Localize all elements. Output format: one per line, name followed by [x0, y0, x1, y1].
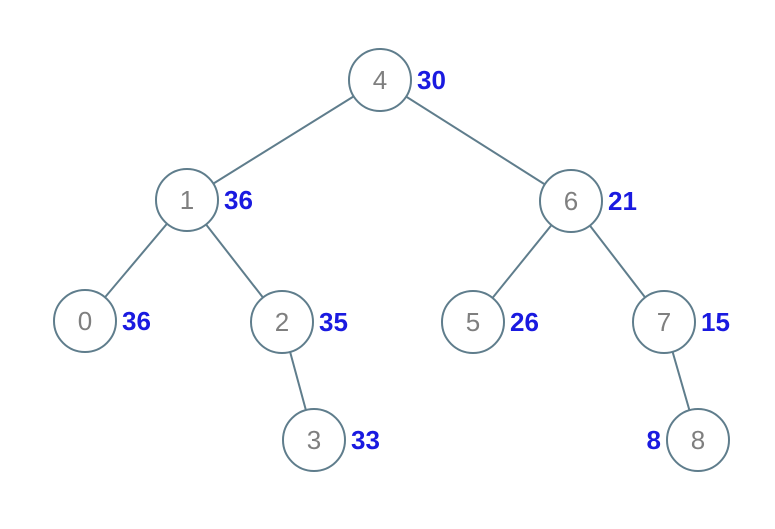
node-value-text-5: 26 — [510, 307, 539, 337]
tree-edge-4-1 — [186, 79, 381, 201]
node-value-text-8: 8 — [647, 425, 661, 455]
tree-node-1: 1 36 — [155, 168, 253, 232]
node-id-text-8: 8 — [691, 425, 705, 455]
node-circle-2 — [250, 290, 314, 354]
node-value-text-2: 35 — [319, 307, 348, 337]
tree-node-2: 2 35 — [250, 290, 348, 354]
node-id-text-2: 2 — [275, 307, 289, 337]
node-circle-4 — [348, 48, 412, 112]
tree-node-6: 6 21 — [539, 169, 637, 233]
node-id-text-3: 3 — [307, 425, 321, 455]
node-value-text-1: 36 — [224, 185, 253, 215]
node-id-text-5: 5 — [466, 307, 480, 337]
tree-node-7: 7 15 — [632, 290, 730, 354]
node-value-text-3: 33 — [351, 425, 380, 455]
tree-node-5: 5 26 — [441, 290, 539, 354]
node-circle-3 — [282, 408, 346, 472]
node-circle-5 — [441, 290, 505, 354]
tree-node-8: 88 — [647, 408, 730, 472]
node-id-text-6: 6 — [564, 186, 578, 216]
node-value-text-6: 21 — [608, 186, 637, 216]
node-circle-1 — [155, 168, 219, 232]
node-circle-0 — [53, 289, 117, 353]
node-circle-7 — [632, 290, 696, 354]
tree-node-4: 4 30 — [348, 48, 446, 112]
node-circle-6 — [539, 169, 603, 233]
node-id-text-4: 4 — [373, 65, 387, 95]
node-id-text-0: 0 — [78, 306, 92, 336]
tree-edge-4-6 — [379, 79, 572, 202]
node-value-text-7: 15 — [701, 307, 730, 337]
tree-node-0: 0 36 — [53, 289, 151, 353]
node-value-text-0: 36 — [122, 306, 151, 336]
node-id-text-1: 1 — [180, 185, 194, 215]
node-circle-8 — [666, 408, 730, 472]
node-value-text-4: 30 — [417, 65, 446, 95]
node-id-text-7: 7 — [657, 307, 671, 337]
